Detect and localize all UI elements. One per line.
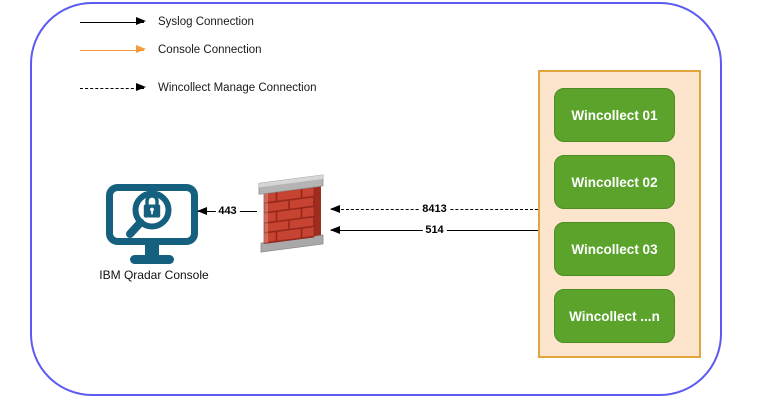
connection-8413: 8413 [330,203,538,215]
connection-443: 443 [197,205,257,217]
legend-label-console: Console Connection [158,44,262,56]
console-label: IBM Qradar Console [99,268,209,282]
port-label-8413: 8413 [419,203,450,215]
wincollect-node-02: Wincollect 02 [554,155,675,209]
diagram-frame [30,2,722,396]
legend-item-console: Console Connection [80,43,262,57]
legend-item-manage: Wincollect Manage Connection [80,81,317,95]
qradar-console-icon [106,184,198,273]
wincollect-node-03: Wincollect 03 [554,222,675,276]
console-arrow-icon [80,44,146,53]
legend-item-syslog: Syslog Connection [80,15,254,29]
syslog-arrow-icon [80,16,146,25]
firewall-icon [252,170,336,267]
port-label-514: 514 [422,224,447,236]
wincollect-node-n: Wincollect ...n [554,289,675,343]
wincollect-node-01: Wincollect 01 [554,88,675,142]
port-label-443: 443 [215,205,240,217]
legend-label-manage: Wincollect Manage Connection [158,82,317,94]
manage-arrow-icon [80,82,146,91]
wincollect-panel: Wincollect 01 Wincollect 02 Wincollect 0… [538,70,701,358]
connection-514: 514 [330,224,538,236]
legend-label-syslog: Syslog Connection [158,16,254,28]
